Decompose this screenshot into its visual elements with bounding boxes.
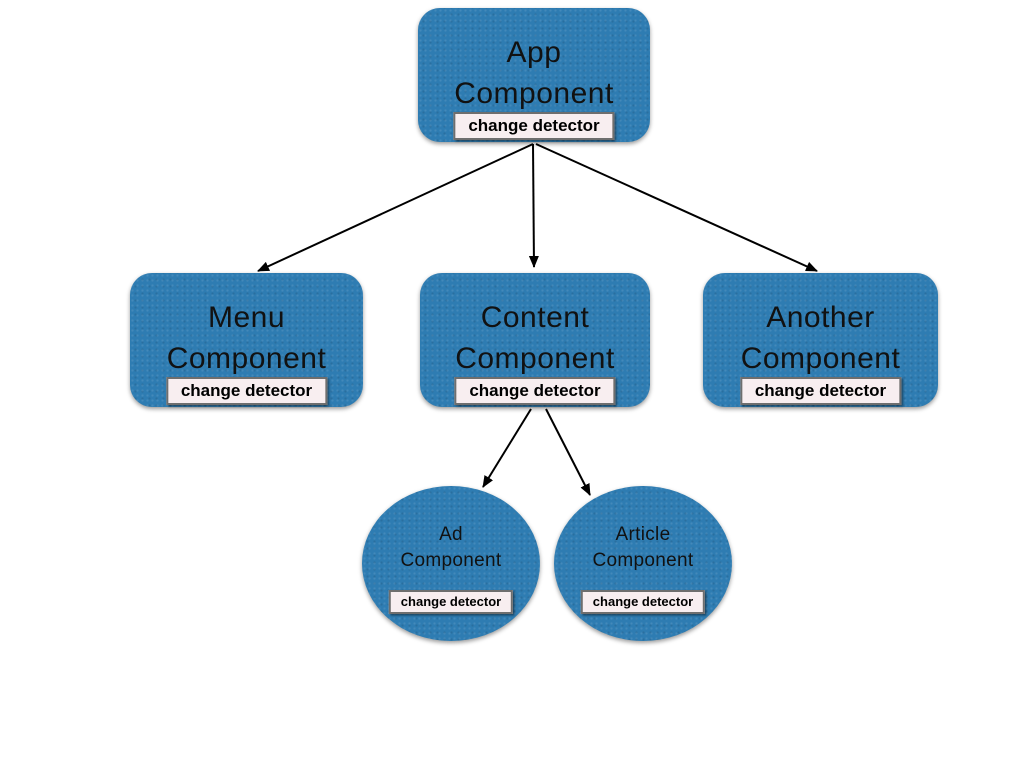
edge-app-to-menu: [257, 143, 534, 272]
node-title-line: Component: [400, 550, 502, 571]
edge-app-to-another: [535, 143, 818, 272]
edge-app-to-content: [528, 143, 539, 268]
change-detector-badge: change detector: [453, 112, 615, 140]
change-detector-badge: change detector: [580, 590, 706, 614]
node-title-line: Content: [480, 301, 590, 334]
node-content-component: Content Component change detector: [420, 273, 650, 407]
node-title-line: Another: [766, 301, 875, 334]
node-another-component: Another Component change detector: [703, 273, 938, 407]
node-title-line: Ad: [439, 524, 463, 545]
node-ad-component: Ad Component change detector: [362, 486, 540, 641]
node-title-line: Component: [454, 77, 614, 110]
node-title-line: Component: [455, 342, 615, 375]
change-detector-badge: change detector: [454, 377, 616, 405]
edge-content-to-article: [545, 408, 591, 496]
node-title-line: Menu: [207, 301, 286, 334]
node-app-component: App Component change detector: [418, 8, 650, 142]
node-title-line: Component: [592, 550, 694, 571]
change-detector-badge: change detector: [388, 590, 514, 614]
node-title-line: Article: [615, 524, 671, 545]
change-detector-badge: change detector: [165, 377, 328, 405]
change-detector-badge: change detector: [739, 377, 902, 405]
node-title-line: Component: [740, 342, 901, 375]
edge-content-to-ad: [482, 408, 532, 488]
node-title-line: Component: [166, 342, 327, 375]
node-title-line: App: [506, 36, 562, 69]
node-menu-component: Menu Component change detector: [130, 273, 363, 407]
node-article-component: Article Component change detector: [554, 486, 732, 641]
